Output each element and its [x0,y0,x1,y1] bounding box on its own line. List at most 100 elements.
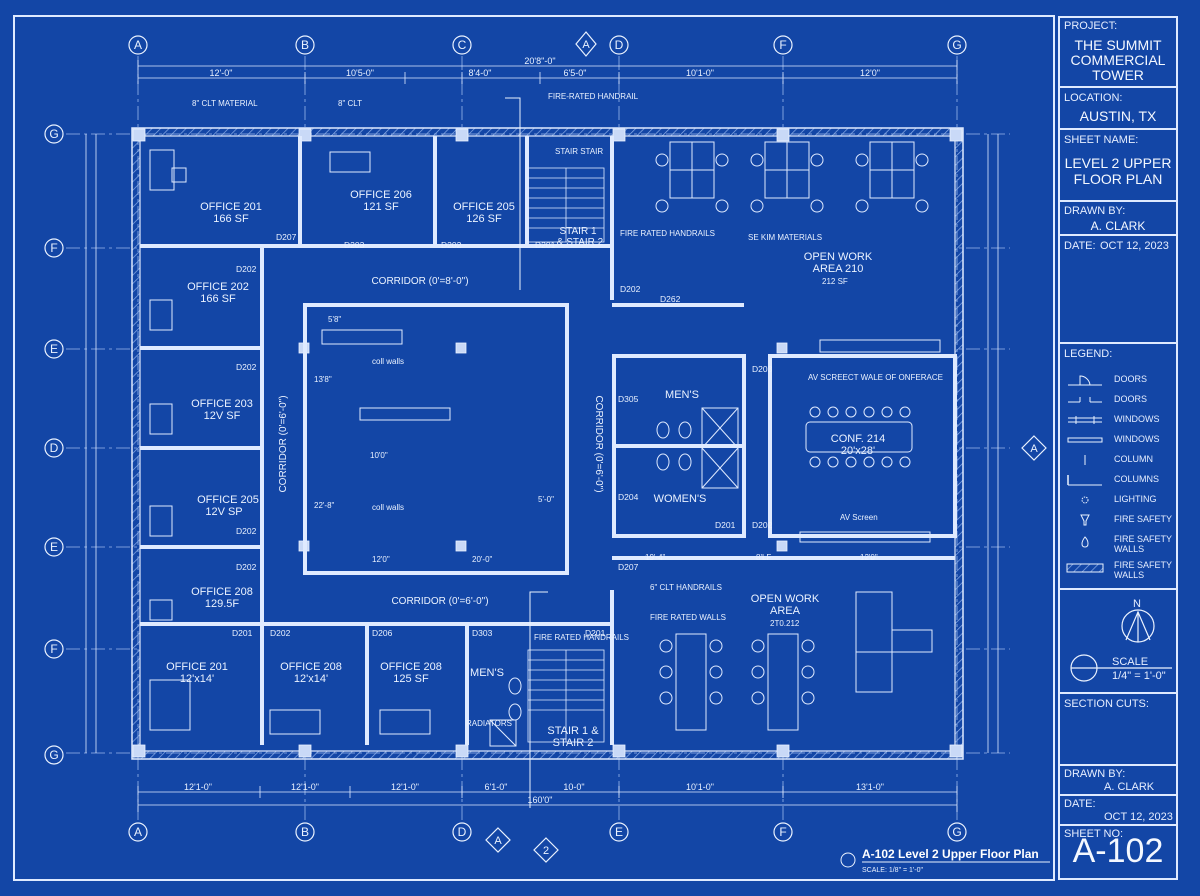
note-materials: SE KIM MATERIALS [748,233,822,242]
door-tag: D203 [752,364,773,374]
legend-item: FIRE SAFETY WALLS [1066,534,1174,558]
door-tag: D202 [620,284,641,294]
sheet-name-line: LEVEL 2 UPPER [1064,155,1172,171]
door-tag: D202 [752,520,773,530]
note-av-screen-wall: AV SCREECT WALE OF ONFERACE [808,373,943,382]
room-area: 166 SF [213,213,249,225]
dimension-segment: 12'1-0" [391,782,419,792]
room-name: STAIR 1 [559,226,596,237]
room-area: 12'x14' [294,673,328,685]
section-mark-label: A [582,39,590,51]
scale-value: 1/4" = 1'-0" [1112,670,1166,682]
room-area: 12V SF [204,410,241,422]
project-name-line: THE SUMMIT [1074,37,1162,53]
workstations-bottom [659,591,933,731]
dim-note: 20'-0" [472,555,493,564]
project-label: PROJECT: [1064,20,1118,32]
lighting-icon [1081,496,1089,504]
dim-note: 10'0" [370,451,388,460]
note-fire-rated-handrails: FIRE RATED HANDRAILS [620,229,715,238]
room-area: AREA [770,605,801,617]
door-tag: D207 [276,232,297,242]
grid-col-label: A [134,825,142,839]
room-area: 20'x28' [841,445,875,457]
room-name: OFFICE 201 [200,201,262,213]
dimension-segment: 10'1-0" [686,68,714,78]
note-radiators: RADIATORS [466,719,512,728]
room-area: 166 SF [200,293,236,305]
note-fire-rated-handrails-2: FIRE RATED HANDRAILS [534,633,629,642]
grid-col-label: B [301,825,309,839]
room-area: 126 SF [466,213,502,225]
legend-item: COLUMNS [1066,472,1174,490]
corridor-label-left: CORRIDOR (0'=6'-0") [278,395,289,492]
grid-col-label: B [301,38,309,52]
title-block-section-cuts: SECTION CUTS: [1058,694,1178,766]
dim-note: 13'8" [314,375,332,384]
room-name: STAIR 1 & [547,725,599,737]
grid-col-label: G [952,825,961,839]
room-area: & STAIR 2 [557,237,604,248]
corridor-label-bottom: CORRIDOR (0'=6'-0") [391,596,488,607]
legend-label: LEGEND: [1064,348,1113,360]
grid-row-label: G [49,127,58,141]
room-name: OFFICE 208 [280,661,342,673]
title-block-date-2: DATE: OCT 12, 2023 [1058,796,1178,826]
hatch-icon [1066,563,1104,573]
dim-note: 12'0" [372,555,390,564]
dimension-segment: 12'1-0" [184,782,212,792]
location-label: LOCATION: [1064,92,1123,104]
door-tag: D203 [344,240,365,250]
date-label-2: DATE: [1064,798,1096,810]
room-name: OFFICE 203 [191,398,253,410]
section-mark-label: A [494,835,502,847]
legend-item: LIGHTING [1066,492,1174,510]
room-name: OFFICE 208 [191,586,253,598]
sheet-no-label: SHEET NO: [1064,828,1124,840]
title-block-drawn-by-2: DRAWN BY: A. CLARK [1058,766,1178,796]
note-clt-material: 8" CLT MATERIAL [192,99,258,108]
note-area-2102: 2T0.212 [770,619,800,628]
drawing-title: A-102 Level 2 Upper Floor Plan [862,847,1039,861]
dimension-segment: 10-0" [563,782,584,792]
legend-item: FIRE SAFETY WALLS [1066,560,1174,584]
location-value: AUSTIN, TX [1079,108,1157,124]
door-tag: D262 [660,294,681,304]
drawn-by-label: DRAWN BY: [1064,205,1126,217]
room-name: OFFICE 208 [380,661,442,673]
note-fire-rated-handrail: FIRE-RATED HANDRAIL [548,92,639,101]
column-icon [1067,475,1102,486]
column-icon [1084,455,1086,465]
dimension-overall-top: 20'8"-0" [524,56,555,66]
dimension-segment: 12'-0" [210,68,233,78]
legend-item: DOORS [1066,372,1174,390]
interior-walls [140,136,957,745]
drawing-scale: SCALE: 1/8" = 1'-0" [862,867,923,874]
room-area: AREA 210 [813,263,864,275]
legend-item: COLUMN [1066,452,1174,470]
grid-bubbles-bottom [128,822,967,842]
flame-icon [1081,536,1089,548]
conference-table [799,406,931,543]
grid-col-label: C [458,38,467,52]
door-tag: D201 [232,628,253,638]
door-icon [1068,397,1102,403]
grid-col-label: F [779,38,786,52]
section-mark-label: A [1030,443,1038,455]
room-name: CONF. 214 [831,433,885,445]
workstations-top [655,141,941,353]
date-value-2: OCT 12, 2023 [1104,811,1173,823]
grid-col-label: A [134,38,142,52]
title-block-north-scale: N SCALE 1/4" = 1'-0" [1058,590,1178,694]
title-block-drawn-by: DRAWN BY: A. CLARK [1058,202,1178,236]
dim-note: 12'0" [860,553,878,562]
grid-col-label: D [458,825,467,839]
north-label: N [1133,598,1141,610]
dimension-segment: 12'1-0" [291,782,319,792]
door-tag: D202 [236,362,257,372]
room-area: 12V SP [205,506,242,518]
title-block-date: DATE: OCT 12, 2023 [1058,236,1178,344]
window-icon [1067,437,1103,443]
grid-bubbles-left [44,124,64,765]
project-name-line: COMMERCIAL [1070,52,1166,68]
